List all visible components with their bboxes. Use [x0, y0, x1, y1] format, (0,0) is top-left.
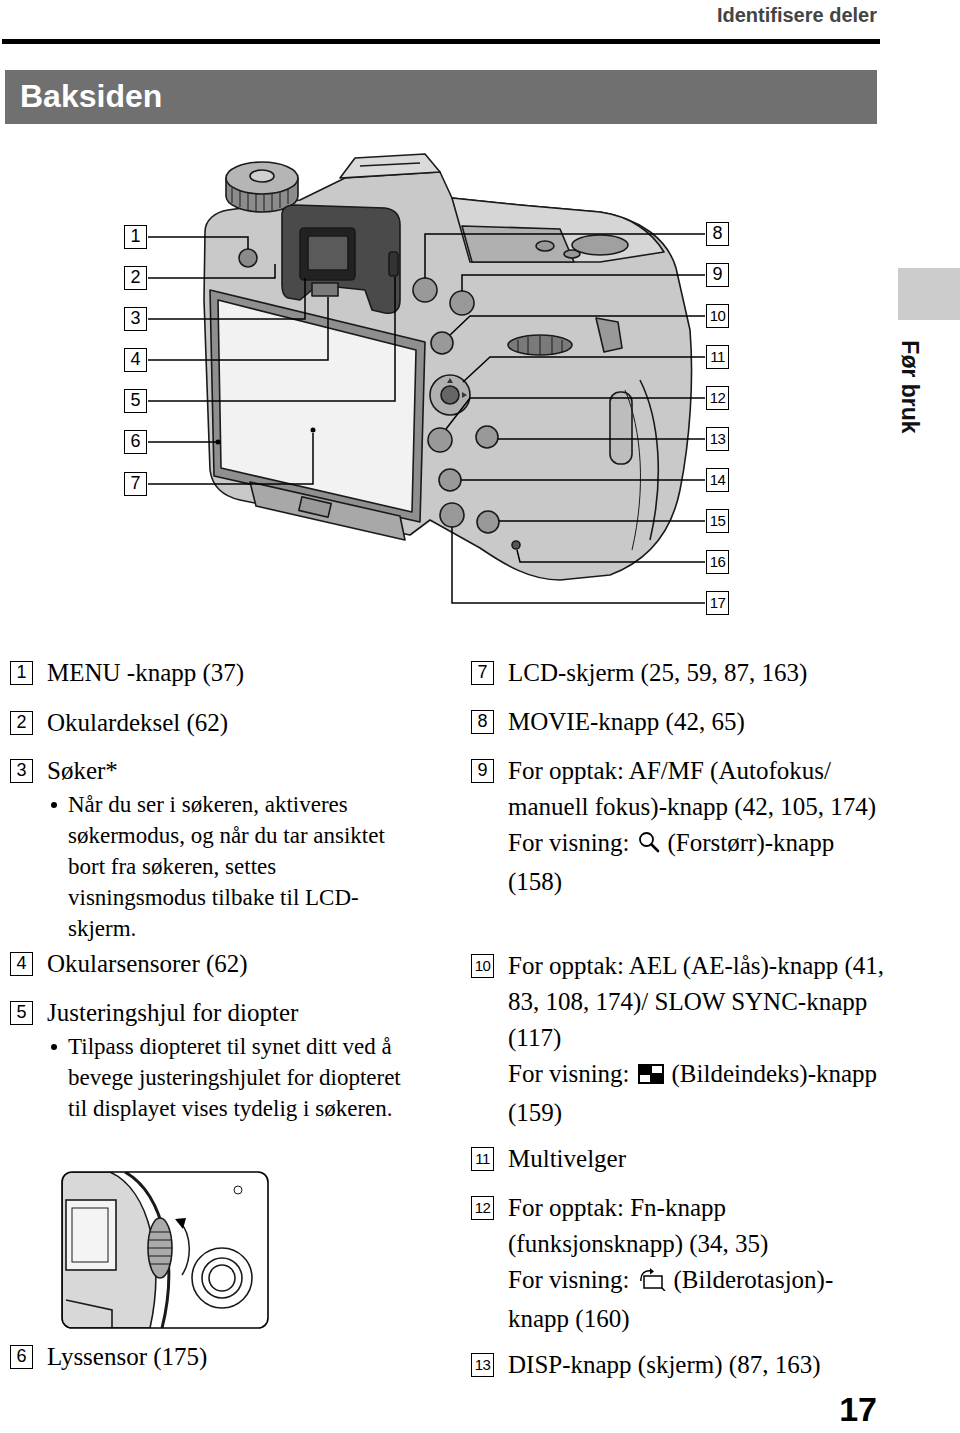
list-row: For visning:(Bildeindeks)-knapp (159)	[508, 1056, 885, 1131]
side-tab	[898, 268, 960, 320]
header-rule	[2, 39, 880, 44]
callout-number: 15	[706, 509, 729, 533]
callout-number: 1	[124, 225, 147, 249]
item-text: Lyssensor (175)	[47, 1343, 207, 1370]
bullet-dot	[51, 1044, 57, 1050]
callout-number: 3	[124, 307, 147, 331]
magnify-icon	[637, 828, 661, 864]
callout-number: 5	[124, 389, 147, 413]
item-text: For visning:	[508, 1266, 630, 1293]
item-text: For visning:	[508, 1060, 630, 1087]
list-entry: 5 Justeringshjul for diopterTilpass diopt…	[10, 995, 410, 1124]
bullet-dot	[51, 802, 57, 808]
list-entry: 1 MENU -knapp (37)	[10, 655, 410, 691]
camera-body	[204, 154, 692, 580]
list-row: Søker*	[47, 753, 410, 789]
list-row: MOVIE-knapp (42, 65)	[508, 704, 885, 740]
magnify-icon	[637, 830, 661, 854]
item-text: MOVIE-knapp (42, 65)	[508, 708, 745, 735]
list-row: For opptak: Fn-knapp (funksjonsknapp) (3…	[508, 1190, 885, 1262]
item-number: 9	[471, 759, 494, 783]
item-text: Okulardeksel (62)	[47, 709, 228, 736]
diopter-inset	[62, 1172, 268, 1328]
item-text: For opptak: Fn-knapp (funksjonsknapp) (3…	[508, 1194, 768, 1257]
item-text: Multivelger	[508, 1145, 626, 1172]
callout-number: 14	[706, 468, 729, 492]
callout-number: 2	[124, 266, 147, 290]
list-row: Okularsensorer (62)	[47, 946, 410, 982]
list-row: Justeringshjul for diopter	[47, 995, 410, 1031]
list-row: Lyssensor (175)	[47, 1339, 410, 1375]
list-row: LCD-skjerm (25, 59, 87, 163)	[508, 655, 885, 691]
list-row: DISP-knapp (skjerm) (87, 163)	[508, 1347, 885, 1383]
item-text: MENU -knapp (37)	[47, 659, 244, 686]
item-number: 11	[471, 1147, 494, 1171]
item-text: Når du ser i søkeren, aktiveres søkermod…	[68, 792, 385, 941]
item-text: LCD-skjerm (25, 59, 87, 163)	[508, 659, 807, 686]
list-row: For opptak: AF/MF (Autofokus/ manuell fo…	[508, 753, 885, 825]
list-entry: 13 DISP-knapp (skjerm) (87, 163)	[471, 1347, 885, 1383]
rotate-icon	[637, 1267, 667, 1291]
item-text: For opptak: AF/MF (Autofokus/ manuell fo…	[508, 757, 876, 820]
rotate-icon	[637, 1265, 667, 1301]
callout-number: 16	[706, 550, 729, 574]
item-number: 1	[10, 661, 33, 685]
title-band	[5, 70, 877, 124]
header-text: Identifisere deler	[560, 2, 877, 28]
item-number: 3	[10, 759, 33, 783]
list-entry: 8 MOVIE-knapp (42, 65)	[471, 704, 885, 740]
list-row: Multivelger	[508, 1141, 885, 1177]
list-entry: 10 For opptak: AEL (AE-lås)-knapp (41, 83…	[471, 948, 885, 1131]
list-row: Tilpass diopteret til synet ditt ved å b…	[47, 1031, 410, 1124]
tab-text: Før bruk	[895, 337, 925, 437]
item-number: 5	[10, 1001, 33, 1025]
list-row: MENU -knapp (37)	[47, 655, 410, 691]
item-number: 12	[471, 1196, 494, 1220]
list-entry: 3 Søker* Når du ser i søkeren, aktiveres s…	[10, 753, 410, 944]
list-entry: 7 LCD-skjerm (25, 59, 87, 163)	[471, 655, 885, 691]
item-number: 7	[471, 661, 494, 685]
list-entry: 9 For opptak: AF/MF (Autofokus/ manuell f…	[471, 753, 885, 900]
callout-number: 12	[706, 386, 729, 410]
item-text: DISP-knapp (skjerm) (87, 163)	[508, 1351, 820, 1378]
section-title: Baksiden	[20, 76, 162, 116]
item-number: 2	[10, 711, 33, 735]
list-row: For visning:(Bilderotasjon)-knapp (160)	[508, 1262, 885, 1337]
index-icon	[637, 1063, 665, 1085]
item-text: Tilpass diopteret til synet ditt ved å b…	[68, 1034, 401, 1121]
list-entry: 11 Multivelger	[471, 1141, 885, 1177]
item-text: Justeringshjul for diopter	[47, 999, 298, 1026]
item-number: 4	[10, 952, 33, 976]
list-entry: 2 Okulardeksel (62)	[10, 705, 410, 741]
leader-lines	[148, 234, 705, 603]
list-entry: 6 Lyssensor (175)	[10, 1339, 410, 1375]
list-entry: 12 For opptak: Fn-knapp (funksjonsknapp) …	[471, 1190, 885, 1337]
list-row: Når du ser i søkeren, aktiveres søkermod…	[47, 789, 410, 944]
item-text: For opptak: AEL (AE-lås)-knapp (41, 83, …	[508, 952, 884, 1051]
item-text: Okularsensorer (62)	[47, 950, 248, 977]
list-row: Okulardeksel (62)	[47, 705, 410, 741]
callout-number: 7	[124, 472, 147, 496]
item-number: 13	[471, 1353, 494, 1377]
list-entry: 4 Okularsensorer (62)	[10, 946, 410, 982]
item-number: 8	[471, 710, 494, 734]
callout-number: 8	[706, 222, 729, 246]
list-row: For opptak: AEL (AE-lås)-knapp (41, 83, …	[508, 948, 885, 1056]
callout-number: 6	[124, 430, 147, 454]
callout-number: 17	[706, 591, 729, 615]
callout-number: 13	[706, 427, 729, 451]
callout-number: 9	[706, 263, 729, 287]
page-number: 17	[760, 1390, 877, 1428]
item-text: For visning:	[508, 829, 630, 856]
list-row: For visning:(Forstørr)-knapp (158)	[508, 825, 885, 900]
index-icon	[637, 1059, 665, 1095]
callout-number: 10	[706, 304, 729, 328]
callout-number: 4	[124, 348, 147, 372]
item-text: Søker*	[47, 757, 118, 784]
callout-number: 11	[706, 345, 729, 369]
item-number: 10	[471, 954, 494, 978]
item-number: 6	[10, 1345, 33, 1369]
